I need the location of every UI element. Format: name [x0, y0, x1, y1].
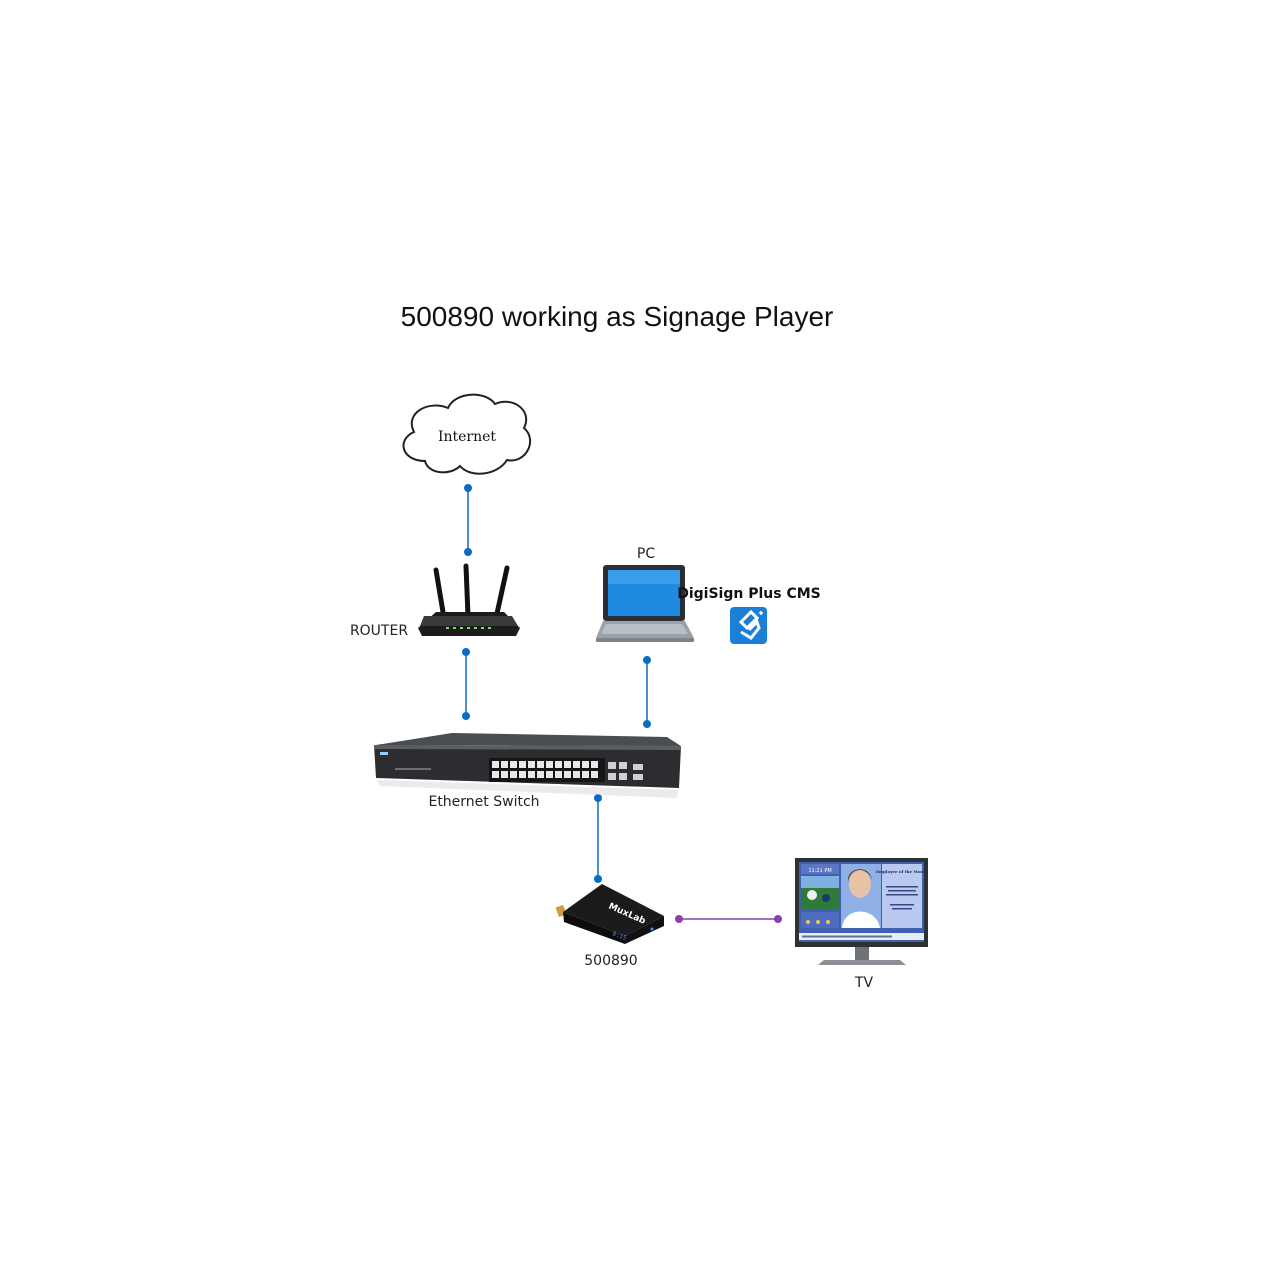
node-tv: 11:21 PM Employee of the Month [795, 858, 928, 991]
link-switch-player [594, 794, 602, 883]
player-label: 500890 [584, 953, 637, 969]
laptop-icon [596, 565, 694, 642]
tv-screen-time: 11:21 PM [808, 868, 831, 874]
node-switch: Ethernet Switch [374, 733, 681, 810]
router-icon [418, 563, 520, 636]
monitor-icon: 11:21 PM Employee of the Month [795, 858, 928, 965]
internet-label: Internet [438, 429, 496, 445]
node-pc: PC [596, 546, 694, 642]
link-pc-switch [643, 656, 651, 728]
node-internet: Internet [402, 393, 532, 475]
pc-label: PC [637, 546, 655, 562]
cloud-icon [402, 393, 532, 475]
ethernet-switch-icon [374, 733, 681, 798]
diagram-title: 500890 working as Signage Player [401, 301, 834, 332]
media-player-icon: MuxLab 8:15 [555, 884, 664, 944]
router-label: ROUTER [350, 623, 408, 639]
link-internet-router [464, 484, 472, 556]
tv-screen-heading: Employee of the Month [876, 869, 928, 874]
cms-label: DigiSign Plus CMS [677, 586, 821, 602]
connections [462, 484, 782, 923]
node-router: ROUTER [350, 563, 520, 639]
switch-label: Ethernet Switch [428, 794, 539, 810]
node-cms: DigiSign Plus CMS [677, 586, 821, 644]
tv-label: TV [854, 975, 874, 991]
digisign-logo-icon [730, 607, 767, 644]
link-player-tv [675, 915, 782, 923]
node-player: MuxLab 8:15 500890 [555, 884, 664, 969]
link-router-switch [462, 648, 470, 720]
player-display: 8:15 [611, 930, 627, 942]
